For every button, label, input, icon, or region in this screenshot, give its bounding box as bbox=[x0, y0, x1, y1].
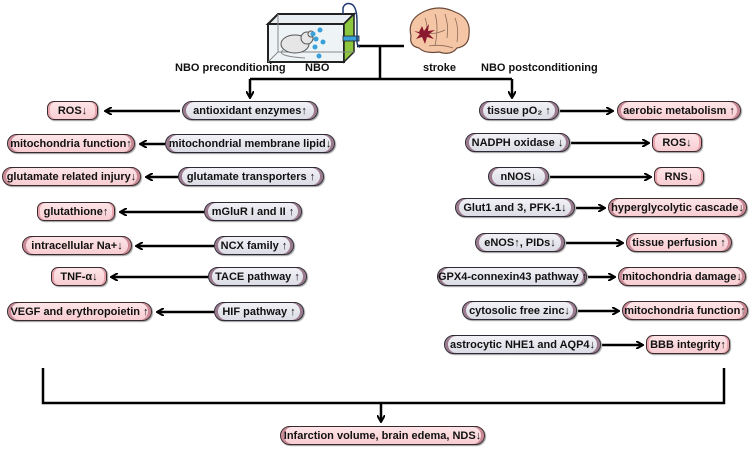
nbo-postconditioning-label: NBO postconditioning bbox=[481, 62, 598, 74]
nbo-chamber-icon bbox=[265, 2, 360, 64]
brain-icon bbox=[409, 7, 470, 54]
stroke-label: stroke bbox=[423, 62, 457, 74]
pre-effect-tnf-alpha: TNF-α↓ bbox=[51, 267, 107, 286]
nbo-preconditioning-label: NBO preconditioning bbox=[175, 62, 286, 74]
pre-cause-mglur: mGluR I and II ↑ bbox=[204, 202, 302, 221]
post-effect-mitochondria-damage: mitochondria damage↓ bbox=[618, 267, 746, 286]
post-effect-aerobic-metabolism: aerobic metabolism ↑ bbox=[617, 101, 741, 120]
pre-effect-glutathione: glutathione↑ bbox=[37, 202, 115, 221]
post-effect-tissue-perfusion: tissue perfusion ↑ bbox=[626, 233, 732, 252]
post-cause-tissue-po2: tissue pO₂ ↑ bbox=[479, 101, 559, 120]
pre-cause-tace-pathway: TACE pathway ↑ bbox=[208, 267, 307, 286]
post-effect-rns: RNS↓ bbox=[654, 167, 704, 186]
post-cause-gpx4-connexin43: GPX4-connexin43 pathway ↑ bbox=[437, 267, 587, 286]
bottom-bracket bbox=[41, 368, 726, 405]
pre-cause-glutamate-transporters: glutamate transporters ↑ bbox=[178, 167, 324, 186]
pre-cause-ncx-family: NCX family ↑ bbox=[214, 236, 294, 255]
pre-effect-mitochondria-function: mitochondria function↑ bbox=[7, 134, 135, 153]
post-cause-nhe1-aqp4: astrocytic NHE1 and AQP4↓ bbox=[444, 335, 601, 354]
pre-cause-antioxidant-enzymes: antioxidant enzymes↑ bbox=[182, 101, 318, 120]
nbo-label: NBO bbox=[305, 62, 330, 74]
pre-effect-vegf-epo: VEGF and erythropoietin ↑ bbox=[7, 302, 152, 321]
post-effect-ros: ROS↓ bbox=[652, 133, 702, 152]
pre-effect-glutamate-injury: glutamate related injury↓ bbox=[2, 167, 141, 186]
post-cause-cytosolic-zinc: cytosolic free zinc↓ bbox=[462, 301, 577, 320]
pre-cause-membrane-lipid: mitochondrial membrane lipid↓ bbox=[165, 134, 335, 153]
pre-effect-ros: ROS↓ bbox=[47, 101, 98, 120]
post-cause-nadph-oxidase: NADPH oxidase ↓ bbox=[465, 133, 570, 152]
post-effect-hyperglycolytic-cascade: hyperglycolytic cascade↓ bbox=[608, 198, 747, 217]
post-cause-glut-pfk: Glut1 and 3, PFK-1↓ bbox=[455, 198, 575, 217]
post-effect-mitochondria-function: mitochondria function↑ bbox=[622, 301, 748, 320]
post-effect-bbb-integrity: BBB integrity↑ bbox=[646, 335, 730, 354]
pre-cause-hif-pathway: HIF pathway ↑ bbox=[214, 302, 304, 321]
outcome-box: Infarction volume, brain edema, NDS↓ bbox=[280, 426, 485, 445]
post-cause-enos-pids: eNOS↑, PIDs↓ bbox=[475, 233, 565, 252]
pre-effect-intracellular-na: intracellular Na+↓ bbox=[22, 236, 132, 255]
post-cause-nnos: nNOS↓ bbox=[488, 167, 549, 186]
